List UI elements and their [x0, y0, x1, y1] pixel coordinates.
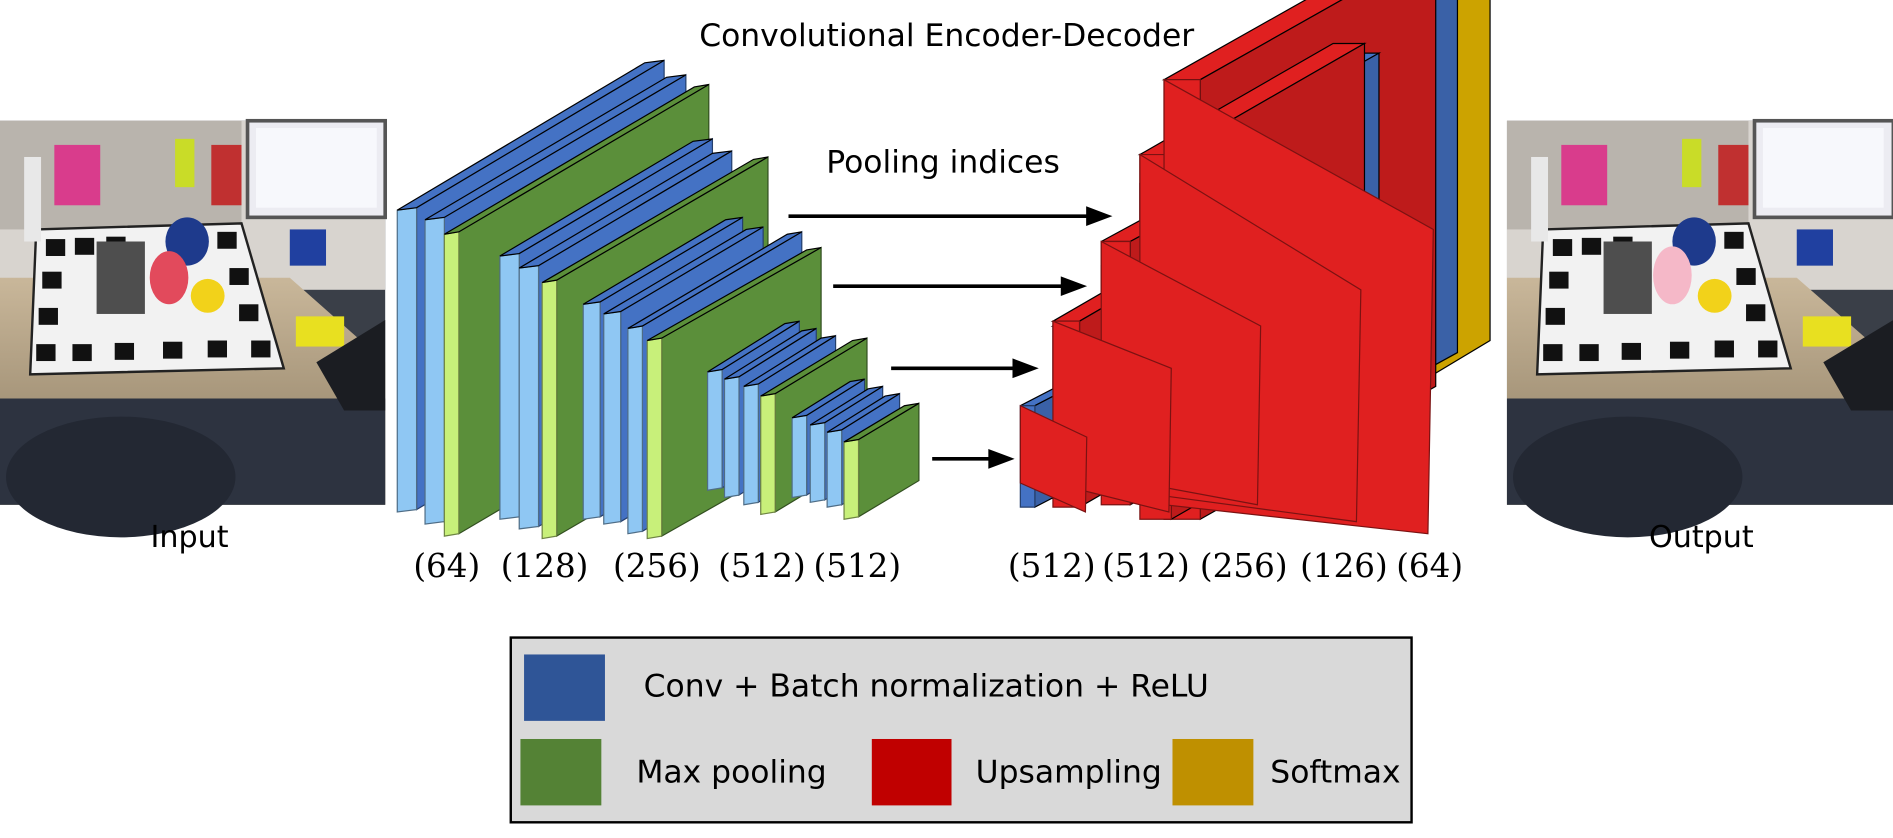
encoder-block-pool-edge	[843, 438, 860, 520]
legend-swatch-softmax	[1172, 738, 1254, 806]
input-image	[0, 118, 388, 538]
encoder-block-pool-rim	[843, 402, 920, 443]
encoder-block-conv-rim	[791, 378, 865, 419]
decoder-channel-label: (512)	[1102, 547, 1190, 585]
encoder-block-pool-rim	[541, 156, 769, 284]
encoder-block-conv-edge	[396, 207, 418, 513]
encoder-block-conv-edge	[627, 325, 643, 535]
encoder-block-conv-rim	[724, 327, 817, 380]
encoder-block-conv-rim	[743, 335, 836, 387]
pooling-arrow-2-head	[1060, 276, 1088, 297]
encoder-block-conv-edge	[723, 376, 740, 499]
encoder-channel-label: (128)	[501, 547, 589, 585]
encoder-block-conv-edge	[424, 216, 445, 525]
legend-label-pool: Max pooling	[636, 754, 826, 790]
pooling-indices-label: Pooling indices	[826, 145, 1060, 181]
encoder-block-conv-edge	[826, 429, 843, 508]
encoder-block-conv-edge	[743, 383, 759, 506]
legend-swatch-conv	[524, 654, 605, 721]
encoder-block-conv-edge	[603, 310, 622, 525]
legend-box	[509, 636, 1413, 824]
encoder-block-conv-edge	[518, 264, 540, 530]
encoder-block-pool-edge	[760, 392, 776, 516]
output-label: Output	[1649, 520, 1754, 555]
pooling-arrow-3-head	[1012, 358, 1039, 379]
encoder-block-pool-rim	[444, 83, 710, 235]
pooling-arrow-4-head	[988, 448, 1015, 469]
encoder-block-conv-edge	[809, 421, 826, 504]
encoder-block-conv-rim	[603, 226, 764, 315]
input-label: Input	[151, 520, 229, 555]
encoder-block-pool-rim	[646, 246, 822, 342]
legend-swatch-pool	[520, 738, 602, 806]
encoder-block-conv-rim	[396, 59, 665, 211]
encoder-block-pool-edge	[443, 231, 460, 537]
legend-swatch-upsampling	[871, 738, 952, 806]
encoder-block-conv-edge	[791, 414, 808, 499]
encoder-block-conv-rim	[707, 320, 800, 373]
encoder-block-conv-edge	[706, 368, 723, 491]
decoder-upsampling-face	[1019, 404, 1088, 513]
encoder-channel-label: (512)	[813, 547, 901, 585]
encoder-block-conv-rim	[582, 216, 743, 305]
encoder-block-conv-rim	[424, 74, 687, 221]
legend: Conv + Batch normalization + ReLU Max po…	[509, 636, 1413, 824]
legend-label-conv: Conv + Batch normalization + ReLU	[644, 669, 1209, 705]
decoder-channel-label: (64)	[1396, 547, 1463, 585]
encoder-block-conv-rim	[627, 231, 803, 330]
legend-label-softmax: Softmax	[1270, 754, 1400, 790]
decoder-channel-label: (512)	[1008, 547, 1096, 585]
encoder-block-conv-rim	[809, 385, 884, 426]
encoder-block-pool-rim	[760, 337, 868, 397]
pooling-arrows	[788, 206, 1113, 469]
encoder-block-conv-edge	[582, 301, 601, 520]
pooling-arrow-1-head	[1086, 206, 1113, 227]
diagram-title: Convolutional Encoder-Decoder	[699, 18, 1194, 54]
decoder-channel-label: (126)	[1300, 547, 1388, 585]
encoder-block-conv-rim	[518, 150, 733, 269]
encoder-channel-label: (256)	[613, 547, 701, 585]
encoder-block-pool-edge	[541, 279, 558, 540]
encoder-channel-label: (512)	[718, 547, 806, 585]
output-image	[1506, 118, 1893, 538]
encoder-block-conv-edge	[499, 252, 520, 520]
decoder-channel-label: (256)	[1200, 547, 1288, 585]
layer-blocks	[396, 0, 1491, 540]
encoder-channel-label: (64)	[413, 547, 480, 585]
legend-label-upsampling: Upsampling	[976, 754, 1162, 790]
encoder-block-pool-edge	[646, 337, 663, 540]
encoder-block-conv-rim	[826, 393, 900, 433]
encoder-block-conv-rim	[499, 138, 713, 257]
